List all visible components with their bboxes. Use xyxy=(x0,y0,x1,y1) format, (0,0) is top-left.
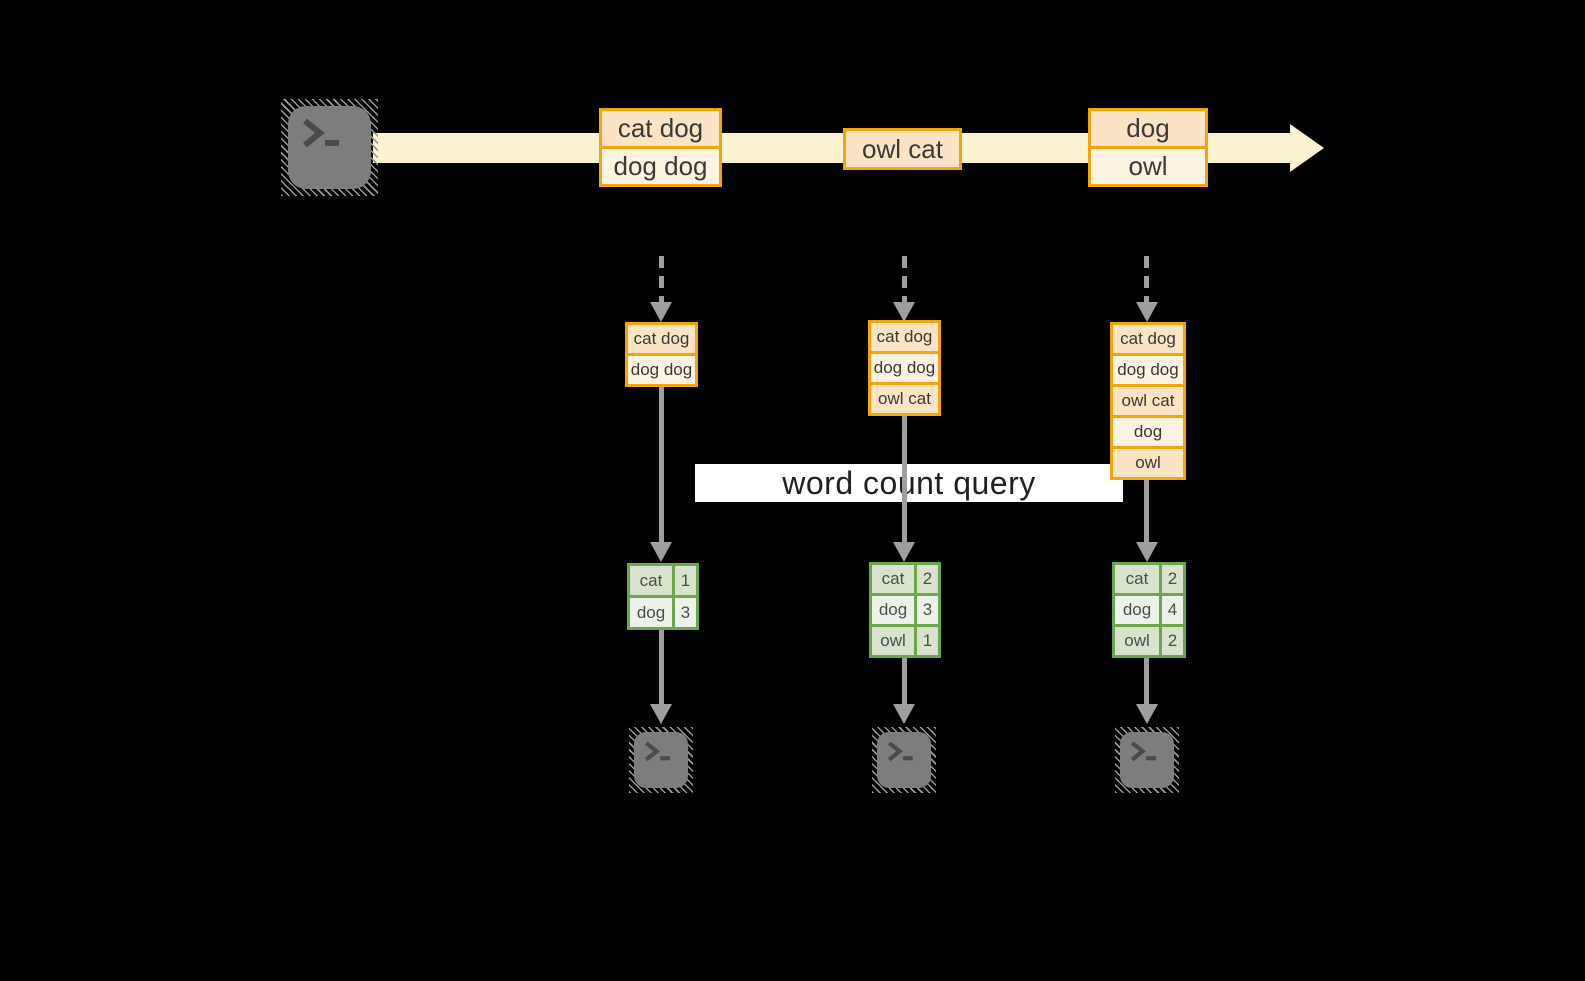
ingest-arrowhead xyxy=(650,302,672,322)
sink-terminal-icon xyxy=(1115,727,1179,793)
count-table-3: cat 2 dog 4 owl 2 xyxy=(1112,562,1186,658)
terminal-prompt-icon xyxy=(644,741,670,762)
stream-event-box-3: dog owl xyxy=(1088,108,1208,187)
terminal-prompt-icon xyxy=(887,741,913,762)
ingest-arrow-shaft xyxy=(1144,256,1149,303)
count-word: cat xyxy=(872,565,914,593)
sink-terminal-icon xyxy=(872,727,936,793)
stream-arrowhead xyxy=(1290,124,1324,172)
query-arrowhead xyxy=(650,542,672,562)
state-row: owl xyxy=(1113,449,1183,477)
event-line: owl cat xyxy=(846,131,959,167)
count-table-2: cat 2 dog 3 owl 1 xyxy=(869,562,941,658)
state-row: cat dog xyxy=(871,323,938,351)
ingest-arrowhead xyxy=(893,302,915,322)
event-line: cat dog xyxy=(602,111,719,146)
state-stack-3: cat dog dog dog owl cat dog owl xyxy=(1110,322,1186,480)
output-arrow-shaft xyxy=(902,658,907,704)
sink-terminal-icon xyxy=(629,727,693,793)
ingest-arrowhead xyxy=(1136,302,1158,322)
event-line: dog xyxy=(1091,111,1205,146)
terminal-body xyxy=(634,732,688,788)
output-arrowhead xyxy=(650,704,672,724)
terminal-body xyxy=(877,732,931,788)
state-row: dog dog xyxy=(628,356,695,384)
count-word: dog xyxy=(872,596,914,624)
count-value: 2 xyxy=(1162,565,1183,593)
count-value: 2 xyxy=(1162,627,1183,655)
count-table-1: cat 1 dog 3 xyxy=(627,563,699,630)
query-banner: word count query xyxy=(695,464,1123,502)
stream-event-box-2: owl cat xyxy=(843,128,962,170)
count-word: owl xyxy=(872,627,914,655)
count-word: dog xyxy=(1115,596,1159,624)
count-value: 4 xyxy=(1162,596,1183,624)
count-word: dog xyxy=(630,598,672,627)
query-label: word count query xyxy=(782,464,1036,501)
query-arrow-shaft xyxy=(659,387,664,542)
count-value: 3 xyxy=(675,598,696,627)
state-row: owl cat xyxy=(871,385,938,413)
count-word: cat xyxy=(1115,565,1159,593)
count-word: cat xyxy=(630,566,672,595)
state-row: cat dog xyxy=(1113,325,1183,353)
query-arrow-shaft xyxy=(1144,480,1149,542)
query-arrowhead xyxy=(893,542,915,562)
query-arrowhead xyxy=(1136,542,1158,562)
output-arrowhead xyxy=(893,704,915,724)
stream-event-box-1: cat dog dog dog xyxy=(599,108,722,187)
state-stack-1: cat dog dog dog xyxy=(625,322,698,387)
state-row: dog xyxy=(1113,418,1183,446)
state-row: cat dog xyxy=(628,325,695,353)
count-value: 1 xyxy=(917,627,938,655)
state-stack-2: cat dog dog dog owl cat xyxy=(868,320,941,416)
ingest-arrow-shaft xyxy=(902,256,907,303)
state-row: dog dog xyxy=(1113,356,1183,384)
terminal-prompt-icon xyxy=(1130,741,1156,762)
event-line: owl xyxy=(1091,149,1205,184)
terminal-prompt-icon xyxy=(303,118,339,148)
event-line: dog dog xyxy=(602,149,719,184)
count-value: 2 xyxy=(917,565,938,593)
count-value: 3 xyxy=(917,596,938,624)
terminal-body xyxy=(1120,732,1174,788)
count-word: owl xyxy=(1115,627,1159,655)
ingest-arrow-shaft xyxy=(659,256,664,303)
source-terminal-icon xyxy=(281,99,378,196)
count-value: 1 xyxy=(675,566,696,595)
output-arrow-shaft xyxy=(1144,658,1149,704)
output-arrow-shaft xyxy=(659,630,664,704)
state-row: dog dog xyxy=(871,354,938,382)
output-arrowhead xyxy=(1136,704,1158,724)
terminal-body xyxy=(288,106,371,189)
state-row: owl cat xyxy=(1113,387,1183,415)
query-arrow-shaft xyxy=(902,416,907,542)
